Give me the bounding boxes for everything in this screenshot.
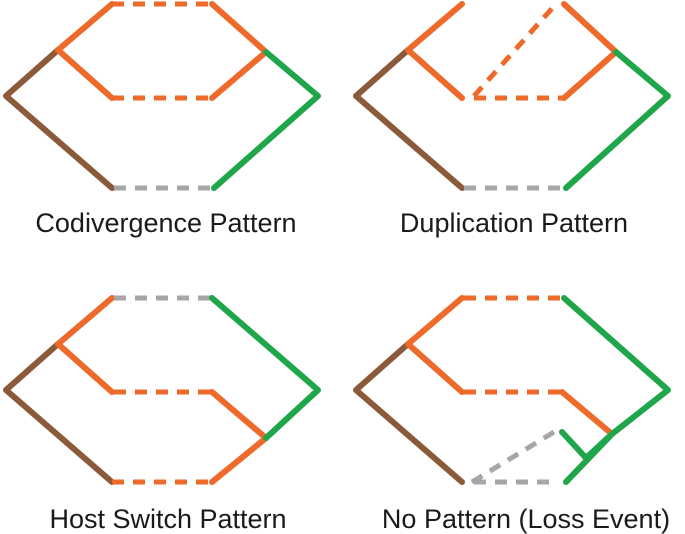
panel-label-duplication: Duplication Pattern <box>399 208 629 238</box>
host-tree-branch <box>3 47 115 191</box>
host-tree-branch <box>353 47 465 191</box>
parasite-left-branch <box>405 1 465 101</box>
parasite-left-branch <box>55 1 115 101</box>
panel-duplication <box>353 1 671 191</box>
parasite-green-branch <box>209 295 321 441</box>
panel-label-no-pattern: No Pattern (Loss Event) <box>381 504 671 534</box>
panel-codivergence <box>3 1 321 191</box>
parasite-green-outer-branch <box>561 295 671 437</box>
parasite-green-branch <box>211 49 321 191</box>
parasite-green-branch <box>563 49 671 191</box>
parasite-green-inner-branch <box>559 429 615 485</box>
association-dashed-diagonal <box>470 429 556 485</box>
panel-label-host-switch: Host Switch Pattern <box>49 504 287 534</box>
association-dashed-diagonal <box>472 2 558 98</box>
parasite-right-branch <box>561 1 619 101</box>
parasite-left-branch <box>55 295 115 395</box>
panel-label-codivergence: Codivergence Pattern <box>35 208 297 238</box>
panel-no-pattern <box>353 295 671 485</box>
host-tree-branch <box>3 341 115 485</box>
parasite-right-branch <box>209 1 269 101</box>
parasite-right-branch <box>209 389 269 485</box>
parasite-left-branch <box>405 295 465 395</box>
panel-host-switch <box>3 295 321 485</box>
host-tree-branch <box>353 341 465 485</box>
parasite-right-branch <box>559 389 615 437</box>
